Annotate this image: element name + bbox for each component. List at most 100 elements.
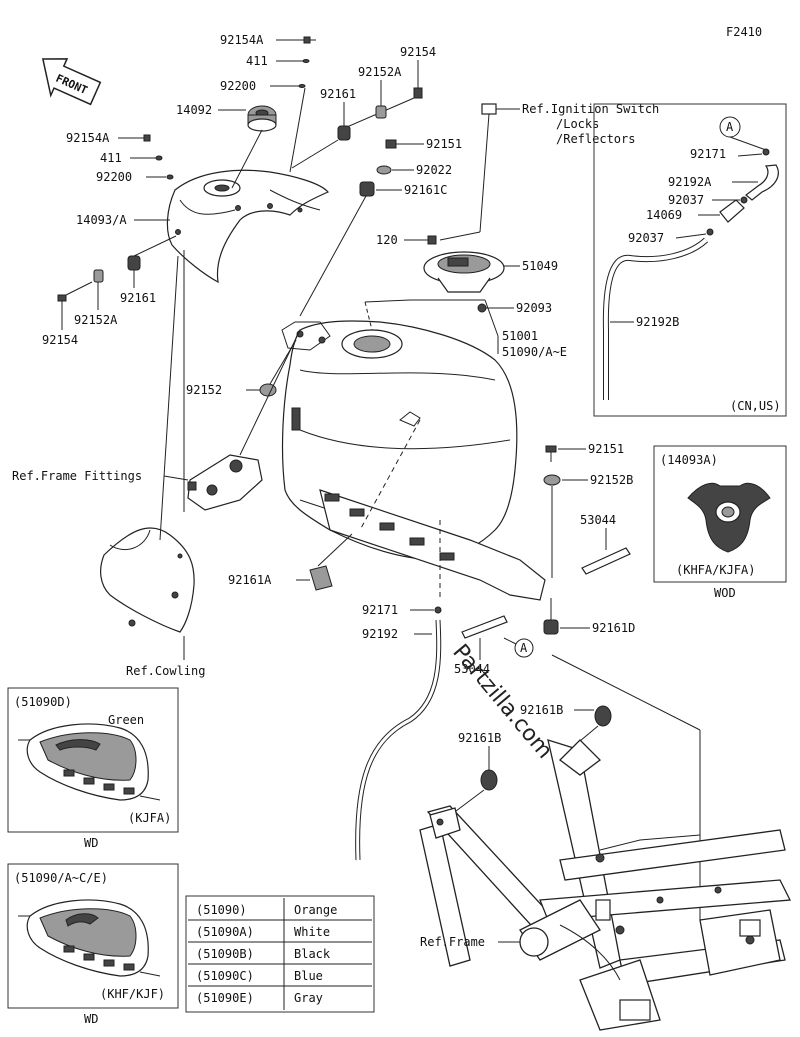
tank-inset-ace-part: (51090/A~C/E) <box>14 871 108 885</box>
tank-inset-d-part: (51090D) <box>14 695 72 709</box>
gasket-92093 <box>477 303 514 313</box>
hose-inset-92037-top: 92037 <box>668 193 704 207</box>
callout-92022: 92022 <box>416 163 452 177</box>
table-cell-color: Gray <box>294 991 323 1005</box>
hose-inset: A 92171 92192A 92037 14069 92037 92192B … <box>593 103 787 417</box>
callout-411-top: 411 <box>246 54 268 68</box>
callout-92154-top: 92154 <box>400 45 436 59</box>
callout-92154a-left: 92154A <box>66 131 110 145</box>
ref-frame-fittings: Ref.Frame Fittings <box>12 469 142 483</box>
ref-ignition-switch: Ref.Ignition Switch <box>522 102 659 116</box>
clip-411-left <box>130 155 163 161</box>
damper-92161b-right <box>573 705 612 747</box>
hose-inset-92037-bottom: 92037 <box>628 231 664 245</box>
tank-inset-d-color: Green <box>108 713 144 727</box>
cap-14092 <box>218 105 277 132</box>
marker-a-mid-label: A <box>520 641 528 655</box>
fuel-cap-51049 <box>423 251 520 293</box>
grommet-92200-left <box>146 174 174 180</box>
bolt-92151-right <box>545 445 586 462</box>
table-row: (51090) Orange <box>196 903 337 917</box>
damper-92161b-left <box>443 746 498 821</box>
frame-structure <box>419 739 792 1031</box>
fuel-tank-51001 <box>281 299 546 601</box>
callout-92093: 92093 <box>516 301 552 315</box>
grommet-92200-top <box>270 84 306 88</box>
table-row: (51090B) Black <box>196 947 331 961</box>
callout-92154a-top: 92154A <box>220 33 264 47</box>
tube-53044-right <box>581 528 631 575</box>
callout-120: 120 <box>376 233 398 247</box>
cover-inset-caption: WOD <box>714 586 736 600</box>
callout-92171-mid: 92171 <box>362 603 398 617</box>
callout-51001: 51001 <box>502 329 538 343</box>
callout-92152b: 92152B <box>590 473 633 487</box>
bolt-92154-left <box>57 281 93 330</box>
callout-51049: 51049 <box>522 259 558 273</box>
table-cell-part: (51090E) <box>196 991 254 1005</box>
cover-inset-part: (14093A) <box>660 453 718 467</box>
tank-inset-51090d: (51090D) Green (KJFA) WD <box>7 687 179 850</box>
frame-fittings-bracket <box>163 329 301 511</box>
collar-92152a-left <box>93 269 104 310</box>
ref-reflectors: /Reflectors <box>556 132 635 146</box>
hose-inset-92192b: 92192B <box>636 315 679 329</box>
grommet-92161-left <box>127 235 177 288</box>
grommet-92161-top <box>291 102 351 169</box>
table-cell-part: (51090B) <box>196 947 254 961</box>
cover-inset-variant: (KHFA/KJFA) <box>676 563 755 577</box>
table-cell-part: (51090A) <box>196 925 254 939</box>
callout-92152a-top: 92152A <box>358 65 402 79</box>
tank-inset-d-variant: (KJFA) <box>128 811 171 825</box>
tank-inset-ace-caption: WD <box>84 1012 98 1026</box>
collar-92152a-top <box>375 80 387 119</box>
hose-92192 <box>355 619 442 861</box>
table-cell-color: Orange <box>294 903 337 917</box>
tank-inset-51090-ace: (51090/A~C/E) (KHF/KJF) WD <box>7 863 179 1026</box>
callout-92161a: 92161A <box>228 573 272 587</box>
washer-92022 <box>376 165 414 175</box>
callout-92151-top: 92151 <box>426 137 462 151</box>
callout-51090: 51090/A~E <box>502 345 567 359</box>
collar-92152b <box>543 474 588 578</box>
bolt-92154a-top <box>276 36 316 44</box>
collar-92152 <box>246 339 297 397</box>
callout-92151-right: 92151 <box>588 442 624 456</box>
callout-14093a: 14093/A <box>76 213 127 227</box>
screw-120 <box>404 235 437 245</box>
callout-92161-top: 92161 <box>320 87 356 101</box>
watermark: Partzilla.com <box>447 640 557 764</box>
hose-inset-92171: 92171 <box>690 147 726 161</box>
callout-14092: 14092 <box>176 103 212 117</box>
callout-92161b-right: 92161B <box>520 703 563 717</box>
hose-inset-marker: A <box>726 120 734 134</box>
callout-92152a-left: 92152A <box>74 313 118 327</box>
ref-cowling: Ref.Cowling <box>126 664 205 678</box>
callout-92200-left: 92200 <box>96 170 132 184</box>
table-cell-color: Blue <box>294 969 323 983</box>
ref-frame: Ref.Frame <box>420 935 485 949</box>
color-table: (51090) Orange (51090A) White (51090B) B… <box>185 895 375 1013</box>
callout-92161-left: 92161 <box>120 291 156 305</box>
table-cell-part: (51090) <box>196 903 247 917</box>
clip-411-top <box>276 59 310 63</box>
hose-inset-14069: 14069 <box>646 208 682 222</box>
table-row: (51090A) White <box>196 925 330 939</box>
table-cell-part: (51090C) <box>196 969 254 983</box>
callout-92200-top: 92200 <box>220 79 256 93</box>
table-cell-color: White <box>294 925 330 939</box>
ignition-ref-bolt <box>439 103 520 241</box>
tank-inset-d-caption: WD <box>84 836 98 850</box>
tube-53044-mid <box>461 615 508 660</box>
callout-92161d: 92161D <box>592 621 635 635</box>
callout-92161c: 92161C <box>404 183 447 197</box>
front-arrow-icon: FRONT <box>41 58 102 106</box>
callout-411-left: 411 <box>100 151 122 165</box>
table-row: (51090C) Blue <box>196 969 323 983</box>
ref-locks: /Locks <box>556 117 599 131</box>
callout-53044-mid: 53044 <box>454 662 490 676</box>
callout-92154-left: 92154 <box>42 333 78 347</box>
tank-cover-14093a <box>166 87 329 284</box>
